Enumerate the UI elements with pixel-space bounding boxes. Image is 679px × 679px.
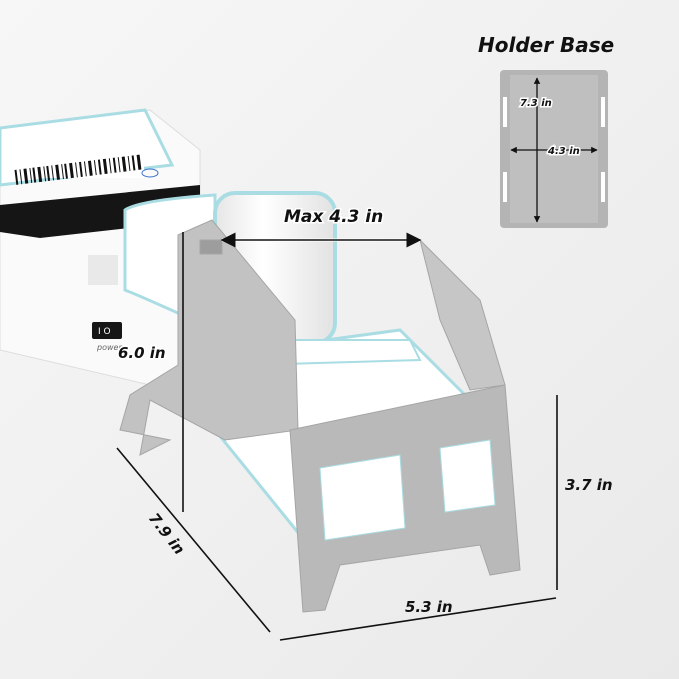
- holder-window-right[interactable]: [439, 439, 496, 513]
- paper-guide: [88, 255, 118, 285]
- power-switch[interactable]: [92, 322, 122, 339]
- holder-back-rail: [419, 238, 506, 391]
- dimension-lines: [116, 232, 558, 641]
- barcode: [14, 154, 144, 185]
- holder-window-left[interactable]: [319, 454, 406, 541]
- holder-base-inset: Holder Base 7.3 in 4.3 in: [478, 33, 614, 228]
- height-label: 6.0 in: [118, 344, 166, 362]
- inset-title: Holder Base: [478, 33, 614, 57]
- inset-length-label: 7.3 in: [520, 98, 552, 109]
- max-roll-width-label: Max 4.3 in: [284, 207, 383, 227]
- width-label: 5.3 in: [405, 598, 453, 616]
- inset-width-label: 4.3 in: [547, 146, 580, 157]
- holder-side-plate: [119, 219, 299, 456]
- fanfold-holder: [119, 219, 521, 613]
- roll-axle-slot: [199, 239, 223, 255]
- power-button-ring: [141, 168, 159, 178]
- switch-label: I O: [98, 327, 111, 337]
- holder-front-face: [289, 384, 521, 613]
- holder-height-label: 3.7 in: [565, 476, 613, 494]
- power-label: power: [96, 343, 122, 352]
